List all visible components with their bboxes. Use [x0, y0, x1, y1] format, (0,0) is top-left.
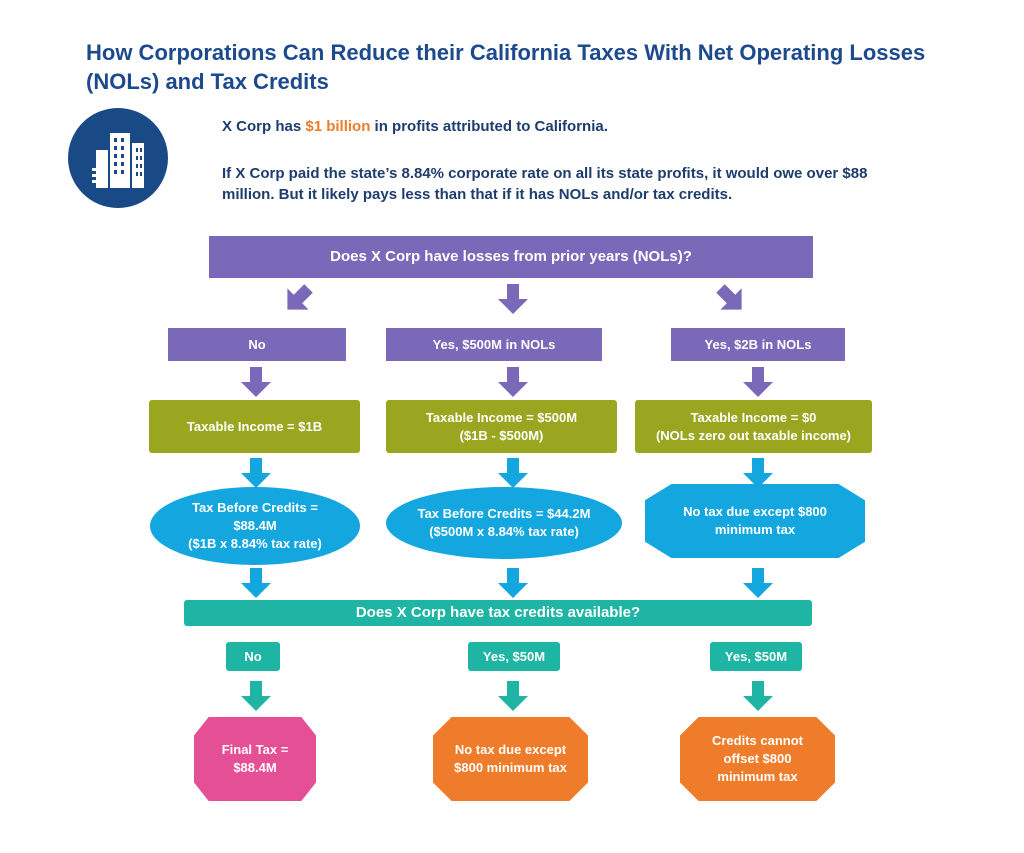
tax-before-credits-44m: Tax Before Credits = $44.2M ($500M x 8.8…: [386, 487, 622, 559]
credits-question: Does X Corp have tax credits available?: [184, 600, 812, 626]
final-credits-cannot-offset: Credits cannot offset $800 minimum tax: [680, 717, 835, 801]
taxable-income-1b: Taxable Income = $1B: [149, 400, 360, 453]
arrow-down-icon: [743, 681, 773, 711]
intro-post: in profits attributed to California.: [370, 118, 608, 135]
arrow-down-right-icon: [710, 278, 752, 320]
arrow-down-icon: [743, 367, 773, 397]
credit-answer-no: No: [226, 642, 280, 671]
page-title: How Corporations Can Reduce their Califo…: [86, 40, 926, 94]
arrow-down-icon: [241, 681, 271, 711]
arrow-down-icon: [498, 367, 528, 397]
arrow-down-icon: [498, 284, 528, 314]
nol-question: Does X Corp have losses from prior years…: [209, 236, 813, 278]
final-tax-88m: Final Tax = $88.4M: [194, 717, 316, 801]
taxable-income-500m: Taxable Income = $500M ($1B - $500M): [386, 400, 617, 453]
minimum-tax-box: No tax due except $800 minimum tax: [645, 484, 865, 558]
arrow-down-icon: [241, 367, 271, 397]
intro-pre: X Corp has: [222, 118, 306, 135]
credit-answer-50m: Yes, $50M: [710, 642, 802, 671]
intro-line-1: X Corp has $1 billion in profits attribu…: [222, 118, 608, 135]
arrow-down-left-icon: [277, 278, 319, 320]
final-minimum-tax: No tax due except $800 minimum tax: [433, 717, 588, 801]
arrow-down-icon: [498, 458, 528, 488]
nol-answer-2b: Yes, $2B in NOLs: [671, 328, 845, 361]
credit-answer-50m: Yes, $50M: [468, 642, 560, 671]
tax-before-credits-88m: Tax Before Credits = $88.4M ($1B x 8.84%…: [150, 487, 360, 565]
arrow-down-icon: [498, 681, 528, 711]
buildings-icon: [68, 108, 168, 208]
arrow-down-icon: [241, 458, 271, 488]
taxable-income-0: Taxable Income = $0 (NOLs zero out taxab…: [635, 400, 872, 453]
arrow-down-icon: [498, 568, 528, 598]
nol-answer-no: No: [168, 328, 346, 361]
arrow-down-icon: [241, 568, 271, 598]
arrow-down-icon: [743, 458, 773, 488]
arrow-down-icon: [743, 568, 773, 598]
profit-highlight: $1 billion: [305, 118, 371, 135]
nol-answer-500m: Yes, $500M in NOLs: [386, 328, 602, 361]
intro-line-2: If X Corp paid the state’s 8.84% corpora…: [222, 165, 868, 203]
